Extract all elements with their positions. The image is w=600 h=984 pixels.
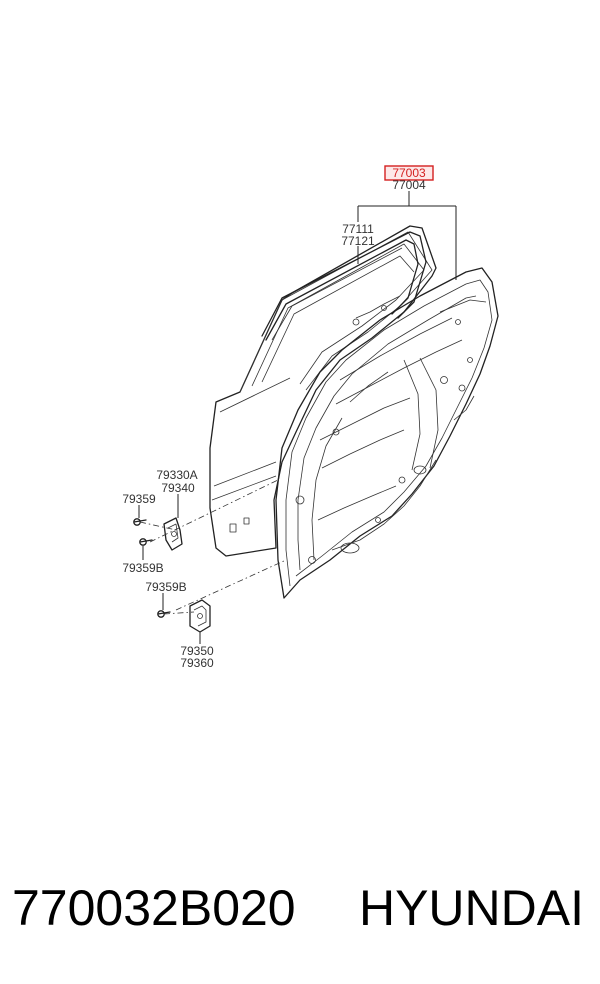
window-frame-channel <box>261 231 427 341</box>
assembly-guide-lines <box>139 479 287 615</box>
label-79359: 79359 <box>122 492 156 506</box>
label-79350: 79350 <box>180 644 214 658</box>
label-77111: 77111 <box>342 222 374 236</box>
label-79360: 79360 <box>180 656 214 670</box>
label-79359b-lower: 79359B <box>145 580 186 594</box>
label-77121: 77121 <box>341 234 375 248</box>
leader-lines <box>138 191 457 644</box>
lower-hinge-assembly <box>157 599 211 633</box>
label-79359b-upper: 79359B <box>122 561 163 575</box>
highlight-box <box>384 165 434 181</box>
part-labels: 77003 77004 77111 77121 79330A 79340 793… <box>122 165 434 670</box>
footer-caption: 770032B020 HYUNDAI <box>0 868 600 948</box>
label-79340: 79340 <box>161 481 195 495</box>
door-outer-skin <box>209 225 437 557</box>
label-77004: 77004 <box>392 178 426 192</box>
label-79330a: 79330A <box>156 468 197 482</box>
brand-text: HYUNDAI <box>358 880 584 936</box>
upper-hinge-assembly <box>133 517 183 551</box>
part-number-text: 770032B020 <box>12 880 296 936</box>
door-inner-panel <box>275 267 499 599</box>
label-77003: 77003 <box>392 166 426 180</box>
